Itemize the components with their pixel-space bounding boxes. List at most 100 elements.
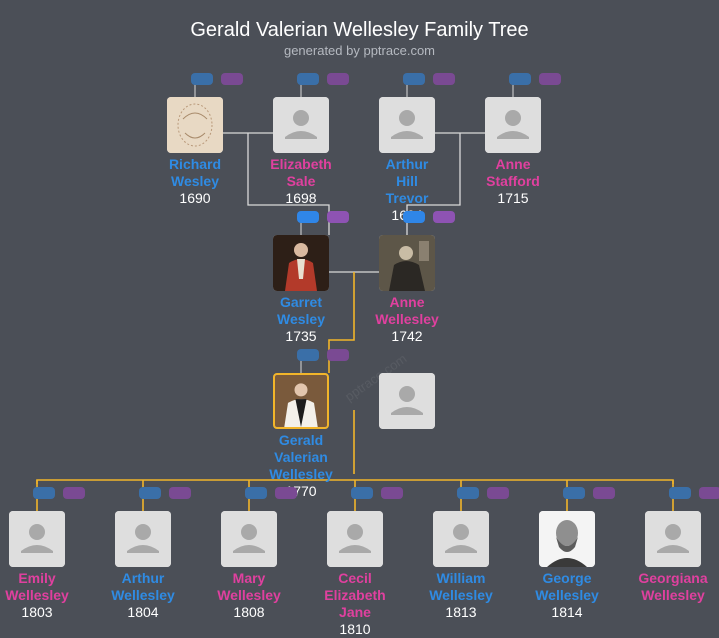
person-card-cecil[interactable] <box>327 511 383 567</box>
clergy-portrait-icon <box>275 375 327 427</box>
anne_stafford-expand-parents-toggle[interactable] <box>509 73 531 85</box>
person-card-emily[interactable] <box>9 511 65 567</box>
person-name-line: Gerald <box>278 432 324 448</box>
page-title: Gerald Valerian Wellesley Family Tree <box>190 19 529 41</box>
person-card-richard[interactable] <box>167 97 223 153</box>
person-card-georgiana[interactable] <box>645 511 701 567</box>
person-name-line: Arthur <box>385 156 429 172</box>
gerald-expand-parents-toggle[interactable] <box>297 349 319 361</box>
gerald-expand-partner-toggle[interactable] <box>327 349 349 361</box>
person-birth-year: 1814 <box>551 604 583 620</box>
person-name-line: Richard <box>168 156 222 172</box>
person-card-elizabeth[interactable] <box>273 97 329 153</box>
person-name-line: Jane <box>339 604 371 620</box>
person-name-line: Trevor <box>385 190 429 206</box>
person-name-line: Wellesley <box>641 587 705 603</box>
george-expand-partner-toggle[interactable] <box>593 487 615 499</box>
person-card-garret[interactable] <box>273 235 329 291</box>
person-placeholder-icon <box>327 511 383 567</box>
richard-expand-parents-toggle[interactable] <box>191 73 213 85</box>
person-name-line: Emily <box>18 570 56 586</box>
elizabeth-expand-parents-toggle[interactable] <box>297 73 319 85</box>
garret-expand-partner-toggle[interactable] <box>327 211 349 223</box>
william-expand-partner-toggle[interactable] <box>487 487 509 499</box>
person-name-line: Wellesley <box>217 587 281 603</box>
person-card-spouse[interactable] <box>379 373 435 429</box>
person-placeholder-icon <box>9 511 65 567</box>
william-expand-parents-toggle[interactable] <box>457 487 479 499</box>
person-card-george[interactable] <box>539 511 595 567</box>
person-card-william[interactable] <box>433 511 489 567</box>
person-birth-year: 1813 <box>445 604 477 620</box>
person-card-anne_stafford[interactable] <box>485 97 541 153</box>
person-name-line: Anne <box>495 156 531 172</box>
person-card-arthur[interactable] <box>115 511 171 567</box>
person-name-line: Sale <box>286 173 316 189</box>
person-card-gerald[interactable] <box>273 373 329 429</box>
person-name-line: Elizabeth <box>324 587 386 603</box>
person-card-anne_wellesley[interactable] <box>379 235 435 291</box>
person-placeholder-icon <box>433 511 489 567</box>
person-name-line: Cecil <box>338 570 372 586</box>
person-name-line: Wesley <box>171 173 219 189</box>
emily-expand-parents-toggle[interactable] <box>33 487 55 499</box>
red-coat-portrait-icon <box>273 235 329 291</box>
anne_stafford-expand-partner-toggle[interactable] <box>539 73 561 85</box>
person-name-line: Georgiana <box>638 570 708 586</box>
arthur-expand-partner-toggle[interactable] <box>169 487 191 499</box>
person-name-line: Wellesley <box>269 466 333 482</box>
emily-expand-partner-toggle[interactable] <box>63 487 85 499</box>
person-birth-year: 1690 <box>179 190 211 206</box>
anne_wellesley-expand-parents-toggle[interactable] <box>403 211 425 223</box>
person-birth-year: 1742 <box>391 328 423 344</box>
person-name-line: Elizabeth <box>270 156 332 172</box>
person-name-line: Garret <box>279 294 323 310</box>
person-placeholder-icon <box>273 97 329 153</box>
arthur_hill-expand-parents-toggle[interactable] <box>403 73 425 85</box>
person-name-line: Wellesley <box>375 311 439 327</box>
elizabeth-expand-partner-toggle[interactable] <box>327 73 349 85</box>
dark-portrait-icon <box>379 235 435 291</box>
person-name-line: Anne <box>389 294 425 310</box>
person-name-line: Wellesley <box>429 587 493 603</box>
person-name-line: Wellesley <box>5 587 69 603</box>
george-expand-parents-toggle[interactable] <box>563 487 585 499</box>
person-birth-year: 1810 <box>339 621 371 637</box>
arthur-expand-parents-toggle[interactable] <box>139 487 161 499</box>
person-name-line: George <box>542 570 592 586</box>
person-name-line: William <box>436 570 486 586</box>
person-placeholder-icon <box>379 373 435 429</box>
garret-expand-parents-toggle[interactable] <box>297 211 319 223</box>
person-birth-year: 1808 <box>233 604 265 620</box>
mary-expand-parents-toggle[interactable] <box>245 487 267 499</box>
cecil-expand-partner-toggle[interactable] <box>381 487 403 499</box>
cecil-expand-parents-toggle[interactable] <box>351 487 373 499</box>
georgiana-expand-partner-toggle[interactable] <box>699 487 719 499</box>
richard-expand-partner-toggle[interactable] <box>221 73 243 85</box>
person-name-line: Wellesley <box>111 587 175 603</box>
person-name-line: Wesley <box>277 311 325 327</box>
person-label-arthur_hill: ArthurHillTrevor1694 <box>352 156 462 224</box>
anne_wellesley-expand-partner-toggle[interactable] <box>433 211 455 223</box>
mary-expand-partner-toggle[interactable] <box>275 487 297 499</box>
person-placeholder-icon <box>115 511 171 567</box>
person-name-line: Arthur <box>121 570 165 586</box>
person-birth-year: 1803 <box>21 604 53 620</box>
person-birth-year: 1735 <box>285 328 317 344</box>
georgiana-expand-parents-toggle[interactable] <box>669 487 691 499</box>
person-card-arthur_hill[interactable] <box>379 97 435 153</box>
person-birth-year: 1698 <box>285 190 317 206</box>
person-placeholder-icon <box>221 511 277 567</box>
person-birth-year: 1804 <box>127 604 159 620</box>
arthur_hill-expand-partner-toggle[interactable] <box>433 73 455 85</box>
person-card-mary[interactable] <box>221 511 277 567</box>
sketch-portrait-icon <box>167 97 223 153</box>
person-placeholder-icon <box>485 97 541 153</box>
